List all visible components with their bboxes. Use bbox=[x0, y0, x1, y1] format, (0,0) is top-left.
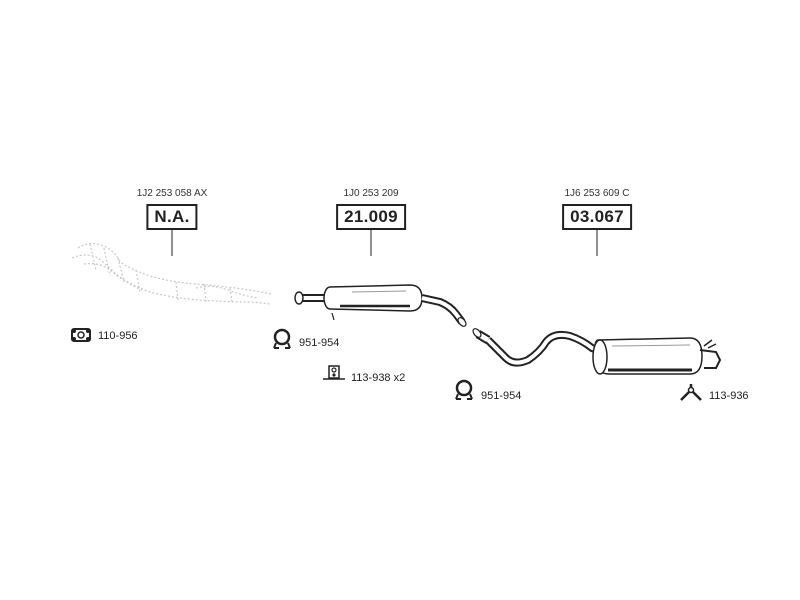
oem-number-2: 1J0 253 209 bbox=[343, 188, 399, 199]
front-pipe-outline bbox=[71, 242, 273, 305]
clamp-icon-2 bbox=[455, 379, 473, 400]
gasket-part-number: 110-956 bbox=[98, 330, 138, 342]
reference-box-2[interactable]: 21.009 bbox=[336, 204, 406, 230]
reference-box-1[interactable]: N.A. bbox=[146, 204, 198, 230]
hanger-icon bbox=[680, 384, 702, 401]
reference-box-3[interactable]: 03.067 bbox=[562, 204, 632, 230]
rubber-mount-icon bbox=[323, 365, 345, 380]
oem-number-3: 1J6 253 609 C bbox=[564, 188, 630, 199]
rubber-mount-part-number: 113-938 x2 bbox=[351, 372, 406, 384]
gasket-icon bbox=[71, 328, 91, 342]
middle-silencer bbox=[294, 284, 467, 327]
clamp-icon bbox=[273, 328, 291, 349]
rear-silencer bbox=[472, 328, 722, 375]
leader-line-2 bbox=[370, 230, 372, 256]
clamp-part-number-2: 951-954 bbox=[481, 390, 522, 402]
oem-number-1: 1J2 253 058 AX bbox=[136, 188, 208, 199]
leader-line-3 bbox=[596, 230, 598, 256]
clamp-part-number-1: 951-954 bbox=[299, 337, 340, 349]
hanger-part-number: 113-936 bbox=[709, 390, 749, 402]
leader-line-1 bbox=[171, 230, 173, 256]
